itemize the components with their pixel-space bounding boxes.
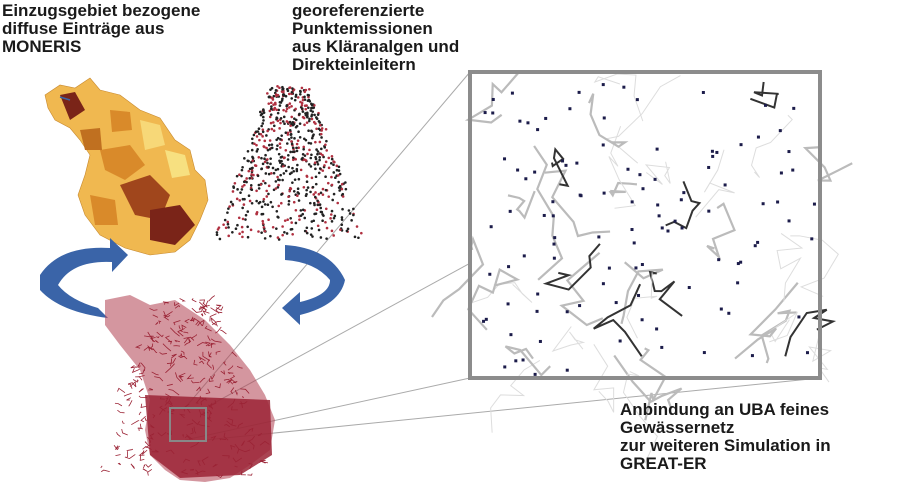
moneris-catchment-map xyxy=(44,77,209,256)
point-emissions-label-line: Punktemissionen xyxy=(292,19,433,38)
uba-network-label: Anbindung an UBA feines Gewässernetz zur… xyxy=(620,401,831,473)
uba-network-label-line: Gewässernetz xyxy=(620,418,735,437)
inset-selection-box xyxy=(169,407,207,442)
point-emissions-label-line: Direkteinleitern xyxy=(292,55,416,74)
inset-detail-map xyxy=(431,70,853,464)
river-network-map xyxy=(100,295,275,482)
moneris-label-line: Einzugsgebiet bezogene xyxy=(2,1,201,20)
arrow-right-curved-icon xyxy=(282,245,345,325)
point-emissions-label-line: aus Kläranalgen und xyxy=(292,37,460,56)
uba-network-label-line: GREAT-ER xyxy=(620,454,707,473)
point-emissions-map xyxy=(215,85,363,241)
moneris-label-line: diffuse Einträge aus xyxy=(2,19,165,38)
uba-network-label-line: zur weiteren Simulation in xyxy=(620,436,831,455)
moneris-label-line: MONERIS xyxy=(2,37,82,56)
moneris-label: Einzugsgebiet bezogene diffuse Einträge … xyxy=(2,2,200,56)
point-emissions-label: georeferenzierte Punktemissionen aus Klä… xyxy=(292,2,459,74)
arrow-left-curved-icon xyxy=(40,238,128,318)
uba-network-label-line: Anbindung an UBA feines xyxy=(620,400,830,419)
point-emissions-label-line: georeferenzierte xyxy=(292,1,425,20)
